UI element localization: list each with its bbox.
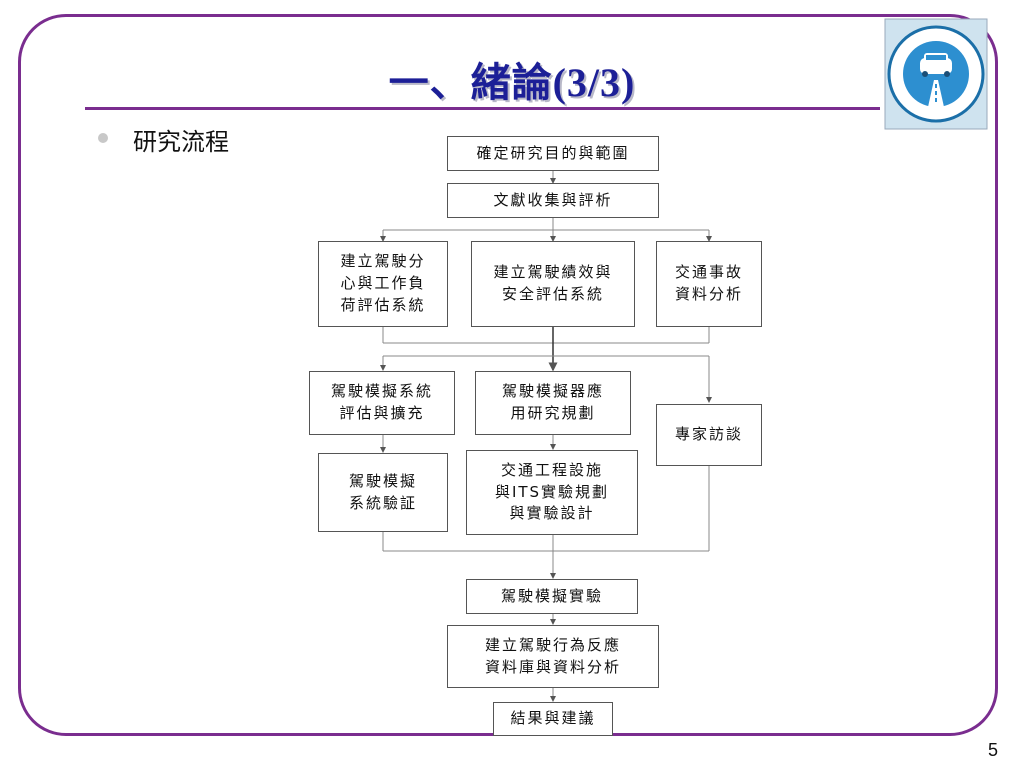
box-accident-analysis: 交通事故 資料分析 [656,241,762,327]
research-center-logo [884,18,988,130]
box-conclusion: 結果與建議 [493,702,613,736]
page-number: 5 [987,740,998,760]
bullet-text: 研究流程 [133,128,229,156]
box-literature-review: 文獻收集與評析 [447,183,659,218]
box-expert-interview: 專家訪談 [656,404,762,466]
title-divider [85,107,880,110]
box-performance-system: 建立駕駛績效與 安全評估系統 [471,241,635,327]
box-simulator-verification: 駕駛模擬 系統驗証 [318,453,448,532]
box-simulator-planning: 駕駛模擬器應 用研究規劃 [475,371,631,435]
bullet-point [98,133,108,143]
box-simulator-evaluation: 駕駛模擬系統 評估與擴充 [309,371,455,435]
box-its-experiment-design: 交通工程設施 與ITS實驗規劃 與實驗設計 [466,450,638,535]
box-behavior-database: 建立駕駛行為反應 資料庫與資料分析 [447,625,659,688]
box-simulation-experiment: 駕駛模擬實驗 [466,579,638,614]
slide-title: 一、緒論(3/3) [388,60,636,105]
box-workload-system: 建立駕駛分 心與工作負 荷評估系統 [318,241,448,327]
box-research-purpose: 確定研究目的與範圍 [447,136,659,171]
